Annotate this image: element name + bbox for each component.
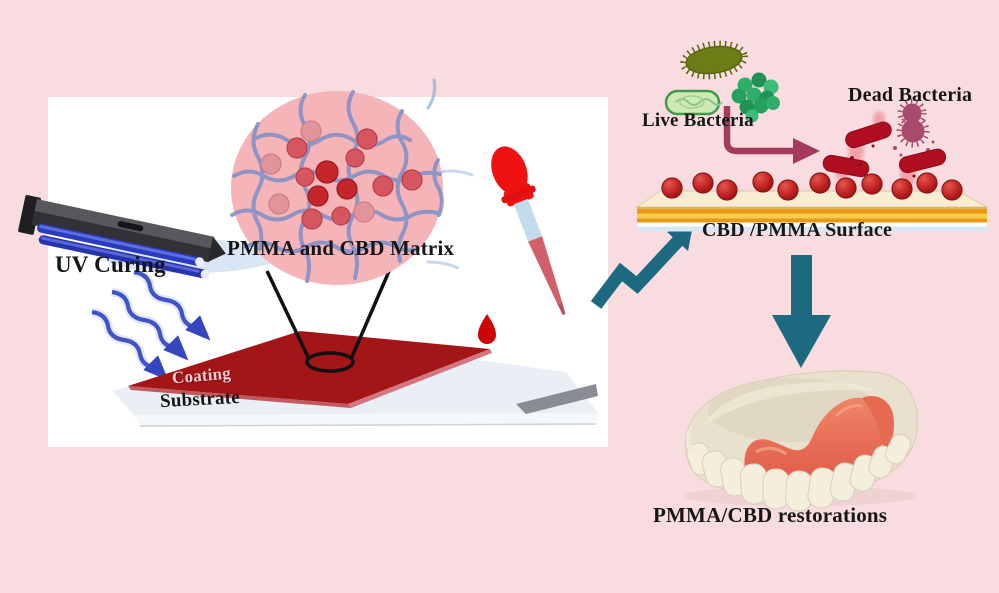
lamp-slot (117, 221, 144, 232)
cbd-particles (260, 120, 423, 230)
live-bacteria-label: Live Bacteria (642, 110, 754, 131)
kill-arrow-icon (723, 106, 820, 164)
dead-rod-icons (822, 121, 947, 183)
teeth-row (686, 433, 912, 512)
restorations-label: PMMA/CBD restorations (653, 503, 888, 527)
gum-area (744, 397, 887, 485)
liquid-drop-icon (478, 314, 496, 344)
dead-bacteria-label: Dead Bacteria (848, 84, 973, 106)
uv-curing-label: UV Curing (55, 252, 166, 277)
surface-slab (635, 171, 988, 232)
substrate-label: Substrate (159, 386, 241, 413)
magnifier-callout (265, 268, 392, 373)
uv-lamp-icon (18, 195, 278, 279)
surface-cbd-spheres (661, 171, 963, 201)
rod-bacterium-icon (680, 40, 748, 80)
cocci-cluster-icon (731, 72, 780, 123)
zigzag-arrow-icon (590, 225, 693, 309)
matrix-circle (230, 78, 474, 285)
lysed-bacterium-icon (893, 98, 935, 157)
live-bacteria-group (664, 40, 780, 123)
surface-label: CBD /PMMA Surface (702, 219, 893, 241)
capsule-bacterium-icon (664, 89, 723, 116)
dropper-icon (491, 146, 566, 316)
uv-rays-icon (91, 267, 211, 381)
down-arrow-icon (772, 255, 831, 368)
mesh-tails (426, 78, 474, 270)
dead-bacteria-group (822, 98, 947, 186)
substrate-edge (516, 384, 598, 414)
denture-photo (684, 370, 918, 512)
matrix-label: PMMA and CBD Matrix (227, 236, 455, 260)
